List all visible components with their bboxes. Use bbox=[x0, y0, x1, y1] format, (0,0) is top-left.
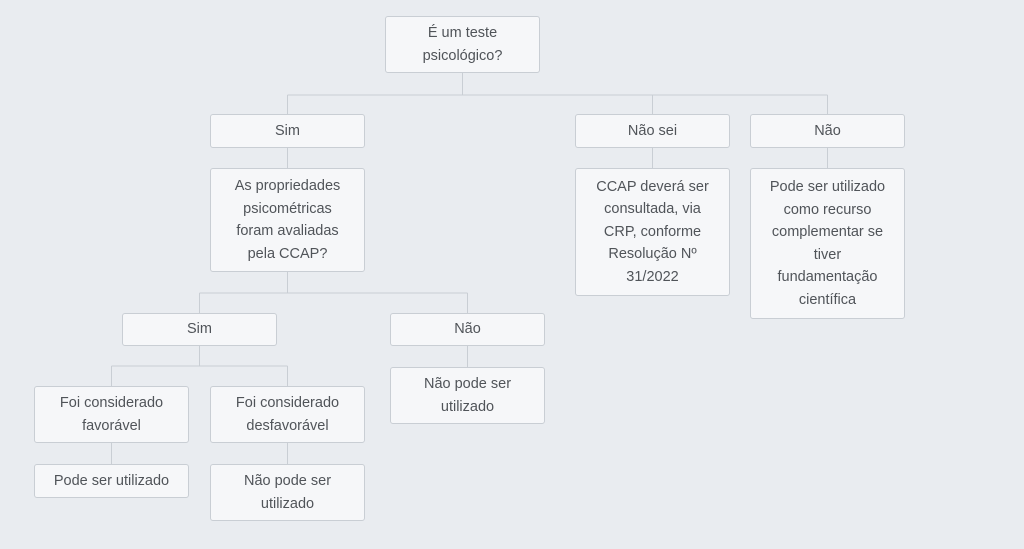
node-pode-ser-utilizado: Pode ser utilizado bbox=[34, 464, 189, 498]
node-nao-pode-2: Não pode ser utilizado bbox=[210, 464, 365, 521]
node-favoravel: Foi considerado favorável bbox=[34, 386, 189, 443]
node-ccap: CCAP deverá ser consultada, via CRP, con… bbox=[575, 168, 730, 296]
node-nao-pode-1: Não pode ser utilizado bbox=[390, 367, 545, 424]
node-nao: Não bbox=[750, 114, 905, 148]
node-root: É um teste psicológico? bbox=[385, 16, 540, 73]
node-sim-2: Sim bbox=[122, 313, 277, 346]
node-propriedades: As propriedades psicométricas foram aval… bbox=[210, 168, 365, 272]
node-complementar: Pode ser utilizado como recurso compleme… bbox=[750, 168, 905, 319]
node-nao-sei: Não sei bbox=[575, 114, 730, 148]
node-desfavoravel: Foi considerado desfavorável bbox=[210, 386, 365, 443]
node-nao-2: Não bbox=[390, 313, 545, 346]
node-sim: Sim bbox=[210, 114, 365, 148]
